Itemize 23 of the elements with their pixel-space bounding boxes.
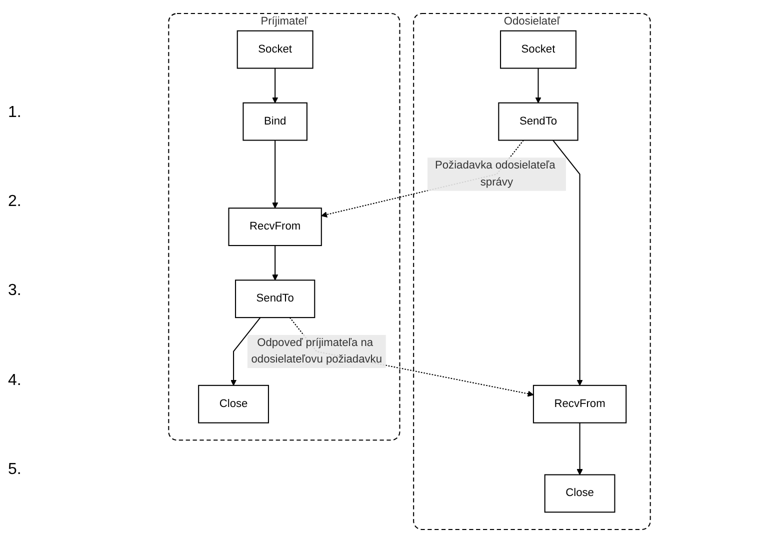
- node-box: RecvFrom: [532, 384, 627, 424]
- step-number: 3.: [8, 282, 22, 300]
- arrow: [230, 317, 261, 386]
- node-box: Close: [544, 474, 616, 513]
- node-box: Close: [198, 384, 269, 424]
- edge-label: Odpoveď príjimateľa na odosielateľovu požiadavku: [251, 336, 382, 366]
- node-box: Socket: [236, 30, 314, 69]
- node-box: Socket: [500, 30, 576, 69]
- arrow: [272, 140, 278, 208]
- step-number: 2.: [8, 193, 22, 212]
- node-box: SendTo: [498, 102, 578, 141]
- node-box: RecvFrom: [228, 208, 322, 246]
- node-box: Bind: [242, 102, 308, 141]
- step-number: 1.: [8, 104, 22, 122]
- arrow: [576, 422, 583, 476]
- edge-label: Požiadavka odosielateľa správy: [435, 160, 556, 188]
- arrow: [552, 140, 583, 386]
- node-box: SendTo: [234, 280, 316, 318]
- arrow: [272, 246, 278, 280]
- arrow: [272, 68, 278, 104]
- step-number: 4.: [8, 372, 22, 390]
- step-number: 5.: [8, 461, 22, 480]
- arrow: [535, 68, 542, 104]
